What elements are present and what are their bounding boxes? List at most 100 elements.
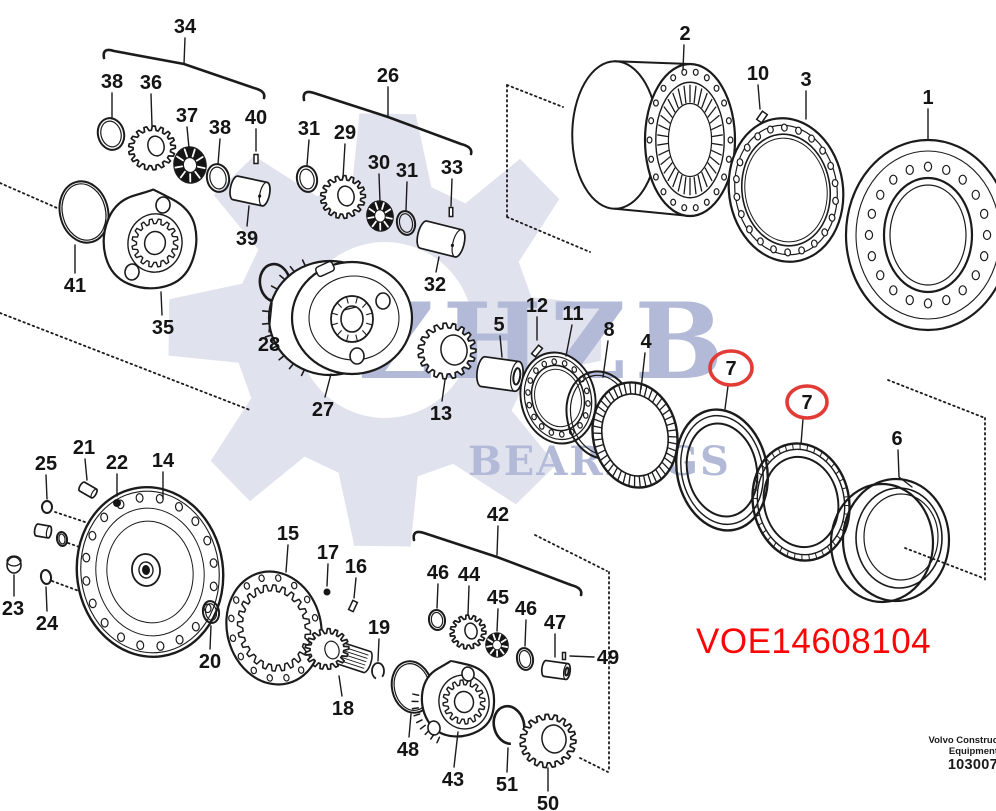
part-label-10: 10 — [747, 63, 769, 85]
part-label-24: 24 — [36, 613, 59, 635]
part-label-32: 32 — [424, 274, 446, 296]
part-label-38a: 38 — [101, 71, 123, 93]
part-18 — [304, 627, 373, 674]
footer-company-line1: Volvo Construc — [928, 735, 996, 746]
part-10 — [755, 110, 769, 124]
part-label-42: 42 — [487, 504, 509, 526]
part-33 — [448, 206, 454, 218]
part-15 — [225, 570, 323, 686]
part-label-31b: 31 — [396, 160, 418, 182]
part-label-35: 35 — [152, 317, 174, 339]
part-22r — [55, 531, 69, 547]
part-label-3: 3 — [800, 69, 811, 91]
footer-doc-number: 103007 — [947, 757, 996, 773]
part-31b — [395, 210, 417, 236]
part-code-text: VOE14608104 — [696, 622, 932, 661]
part-44 — [449, 614, 487, 650]
footer-block: Volvo Construc Equipment 103007 — [928, 735, 996, 773]
part-19 — [371, 662, 385, 680]
part-17b — [323, 588, 331, 596]
part-32 — [416, 220, 466, 258]
part-label-23: 23 — [2, 598, 24, 620]
part-24r — [39, 569, 53, 585]
part-5 — [476, 355, 524, 393]
part-label-44: 44 — [458, 564, 481, 586]
part-22b — [113, 499, 121, 507]
part-16p — [347, 599, 359, 613]
part-43 — [411, 659, 496, 744]
part-39 — [229, 175, 271, 207]
part-41 — [58, 180, 110, 244]
part-35 — [102, 188, 198, 290]
part-47 — [540, 659, 572, 681]
part-label-45: 45 — [487, 587, 509, 609]
part-38b — [205, 163, 231, 193]
part-31a — [295, 165, 319, 193]
highlight-circle — [785, 384, 829, 420]
bracket-42 — [412, 530, 583, 597]
part-label-14: 14 — [152, 450, 175, 472]
part-label-7a: 7 — [725, 358, 736, 380]
part-3 — [727, 117, 845, 263]
part-21p — [78, 481, 98, 499]
part-label-47: 47 — [544, 612, 566, 634]
bracket-26 — [302, 90, 473, 156]
highlight-circle — [708, 349, 754, 387]
part-label-39: 39 — [236, 228, 258, 250]
part-label-41: 41 — [64, 275, 86, 297]
part-label-20: 20 — [199, 651, 221, 673]
part-label-19: 19 — [368, 617, 390, 639]
part-label-50: 50 — [537, 793, 559, 811]
part-label-37: 37 — [176, 105, 198, 127]
part-label-8: 8 — [603, 319, 614, 341]
part-label-7b: 7 — [801, 392, 812, 414]
part-label-22: 22 — [106, 452, 128, 474]
dotted-boundaries — [0, 84, 986, 773]
part-label-46a: 46 — [427, 562, 449, 584]
part-20r — [201, 600, 221, 624]
part-7a — [674, 408, 770, 532]
part-51 — [492, 704, 526, 746]
part-label-28: 28 — [258, 334, 280, 356]
part-label-29: 29 — [334, 122, 356, 144]
part-37 — [173, 146, 207, 184]
part-6 — [829, 477, 951, 604]
part-label-31a: 31 — [298, 118, 320, 140]
part-label-2: 2 — [679, 23, 690, 45]
part-22p — [33, 523, 53, 539]
part-label-48: 48 — [397, 739, 419, 761]
part-label-38b: 38 — [209, 117, 231, 139]
part-label-33: 33 — [441, 157, 463, 179]
part-14 — [75, 486, 225, 658]
highlights — [708, 349, 829, 420]
part-label-25: 25 — [35, 453, 57, 475]
part-2 — [571, 60, 737, 218]
part-label-43: 43 — [442, 769, 464, 791]
part-46a — [427, 609, 447, 631]
part-29 — [319, 174, 367, 220]
part-label-36: 36 — [140, 72, 162, 94]
part-46b — [515, 647, 535, 671]
part-label-30: 30 — [368, 152, 390, 174]
part-30 — [366, 200, 394, 232]
part-1 — [844, 138, 996, 332]
part-label-13: 13 — [430, 403, 452, 425]
footer-company-line2: Equipment — [948, 746, 996, 757]
part-label-18: 18 — [332, 698, 354, 720]
part-label-27: 27 — [312, 399, 334, 421]
part-36 — [127, 125, 177, 171]
part-label-40: 40 — [245, 107, 267, 129]
part-45 — [485, 632, 509, 658]
part-label-21: 21 — [73, 437, 95, 459]
part-label-1: 1 — [922, 87, 933, 109]
part-50 — [519, 713, 577, 769]
part-label-15: 15 — [277, 523, 299, 545]
watermark-gear-icon — [168, 113, 602, 547]
part-label-11: 11 — [562, 303, 583, 325]
part-13 — [417, 322, 477, 380]
part-4 — [591, 381, 679, 489]
part-label-46b: 46 — [515, 598, 537, 620]
